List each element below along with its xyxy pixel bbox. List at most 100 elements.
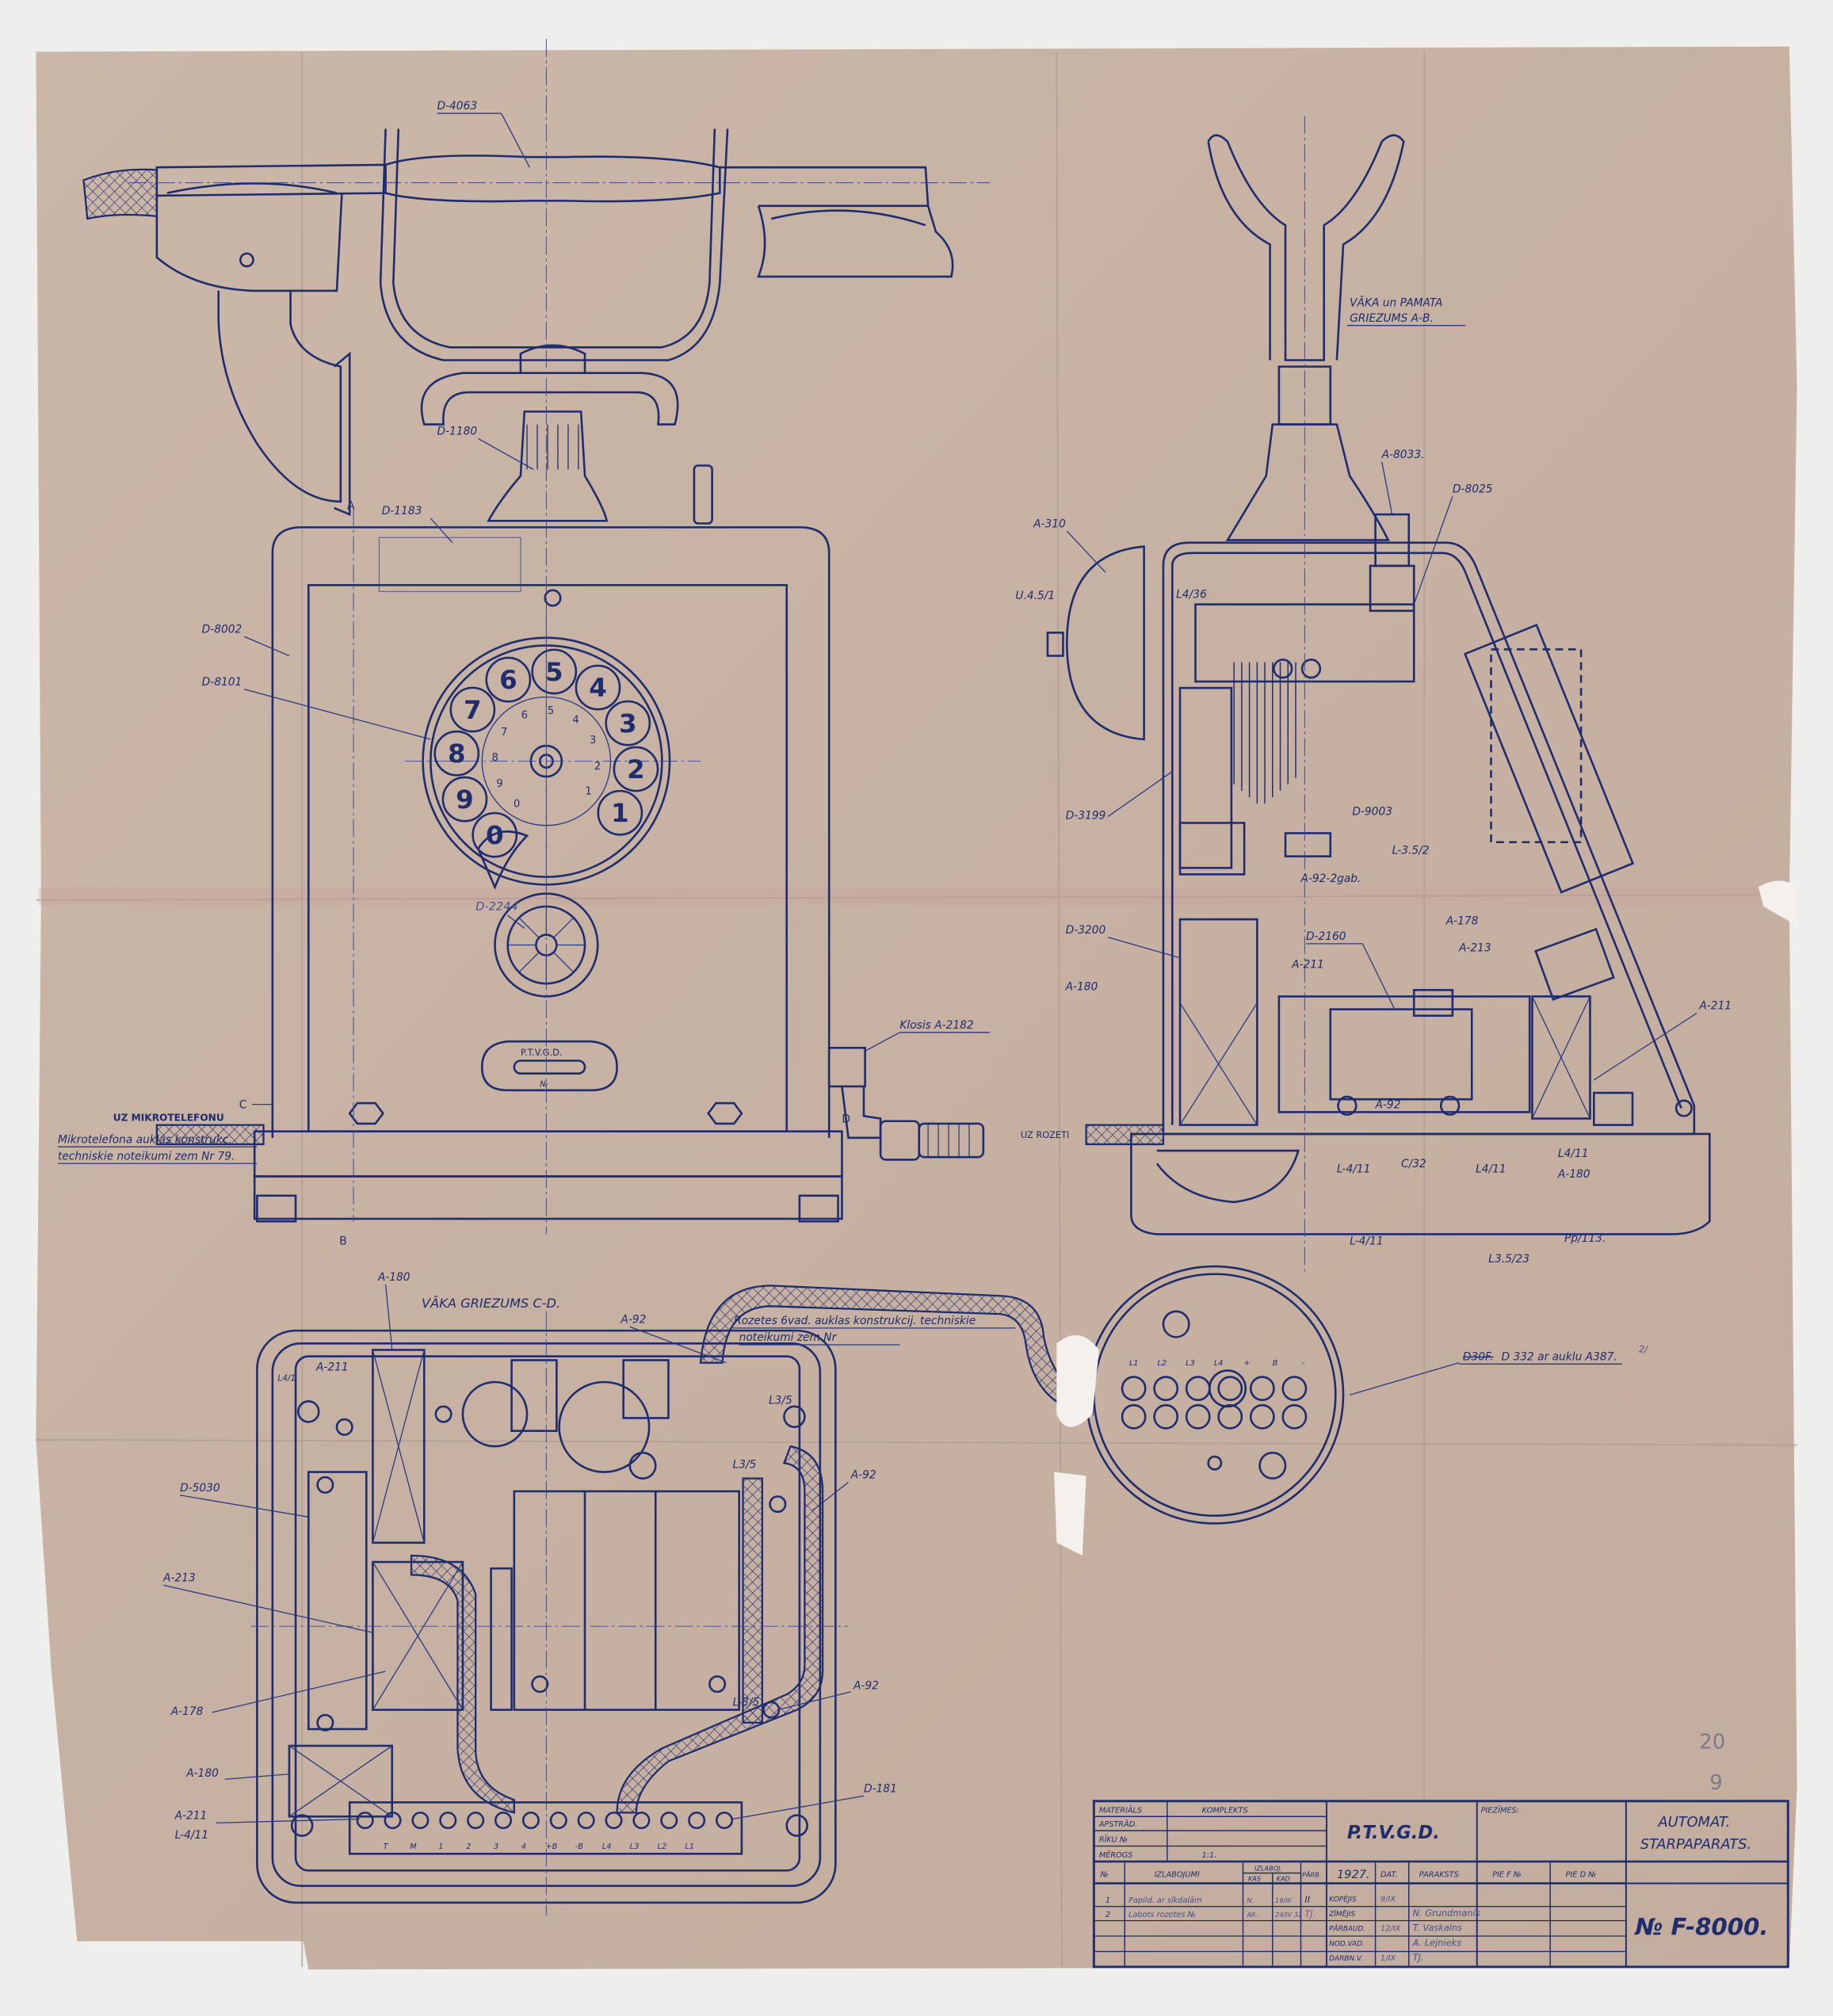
dial-digit: 5 bbox=[545, 657, 563, 687]
section-mark-d: D bbox=[842, 1113, 850, 1125]
terminal-screw bbox=[605, 1812, 623, 1830]
header-when: KAD bbox=[1277, 1874, 1290, 1882]
label-a180-right: A-180 bbox=[1557, 1168, 1591, 1181]
dial-finger-hole[interactable] bbox=[472, 811, 518, 858]
paper-tear bbox=[1056, 1334, 1099, 1427]
terminal-mark: M bbox=[410, 1842, 417, 1851]
dial-digit: 7 bbox=[464, 695, 482, 725]
correction-no: 1 bbox=[1106, 1896, 1110, 1905]
pencil-mark: 20 bbox=[1699, 1730, 1725, 1754]
title-block-headers: № IZLABOJUMI IZLABOJ. KAS KAD PĀRB. 1927… bbox=[1099, 1864, 1596, 1882]
terminal-screw bbox=[715, 1812, 734, 1830]
role-signature: A. Lejnieks bbox=[1412, 1937, 1462, 1948]
socket-terminal bbox=[1153, 1376, 1179, 1402]
nameplate: P.T.V.G.D. № bbox=[480, 1040, 618, 1092]
title-block-field-value: 1:1. bbox=[1202, 1851, 1217, 1860]
dial-finger-hole[interactable] bbox=[531, 648, 578, 695]
dial-inner-digit: 2 bbox=[594, 761, 601, 773]
terminal-screw bbox=[660, 1812, 678, 1830]
dial-inner-digit: 7 bbox=[501, 727, 507, 739]
terminal-screw bbox=[356, 1812, 374, 1830]
correction-text: Labots rozetes № bbox=[1128, 1911, 1196, 1919]
label-l411: L-4/11 bbox=[175, 1829, 208, 1842]
section-mark-b: B bbox=[339, 1235, 346, 1247]
socket-note: 2/ bbox=[1639, 1344, 1648, 1355]
label-crank: Klosis A-2182 bbox=[899, 1019, 973, 1032]
dial-inner-digit: 0 bbox=[514, 799, 520, 811]
handset bbox=[82, 155, 990, 517]
role-label: NOD.VAD. bbox=[1329, 1940, 1365, 1948]
dial-digit: 9 bbox=[456, 785, 474, 815]
socket-terminal-label: + bbox=[1243, 1359, 1250, 1368]
section-mark-c: C bbox=[239, 1099, 247, 1112]
title-block-field-value: KOMPLEKTS bbox=[1202, 1806, 1248, 1815]
label-a310: A-310 bbox=[1033, 517, 1066, 530]
side-title-1: VĀKA un PAMATA bbox=[1350, 296, 1442, 309]
role-label: ZĪMĒJIS bbox=[1328, 1910, 1355, 1919]
correction-text: Papild. ar sīkdaļām bbox=[1128, 1896, 1201, 1905]
header-who: KAS bbox=[1248, 1874, 1261, 1882]
socket-terminal bbox=[1249, 1376, 1275, 1402]
label-a92-2: A-92-2gab. bbox=[1300, 872, 1361, 885]
dial-finger-hole[interactable] bbox=[613, 746, 659, 792]
header-signature: PARAKSTS bbox=[1419, 1870, 1459, 1879]
dial-finger-hole[interactable] bbox=[575, 664, 621, 711]
side-view: VĀKA un PAMATA GRIEZUMS A-B. A-8033. D-8… bbox=[1015, 116, 1732, 1273]
label-a211-low: A-211 bbox=[174, 1809, 208, 1822]
dial-finger-hole[interactable] bbox=[441, 776, 488, 823]
cord-entry bbox=[1209, 1369, 1247, 1408]
label-d8002: D-8002 bbox=[202, 623, 242, 636]
role-signature: TJ. bbox=[1413, 1952, 1424, 1963]
socket-terminal bbox=[1121, 1403, 1147, 1430]
correction-who: N. bbox=[1247, 1896, 1254, 1904]
label-a92-top: A-92 bbox=[620, 1313, 646, 1326]
drawing-title-line1: AUTOMAT. bbox=[1657, 1814, 1730, 1831]
label-l35-b: L3/5 bbox=[733, 1459, 757, 1472]
cord-note-line2: techniskie noteikumi zem Nr 79. bbox=[58, 1150, 235, 1163]
dial-finger-hole[interactable] bbox=[605, 700, 651, 746]
terminal-mark: T bbox=[384, 1842, 389, 1851]
label-d8101: D-8101 bbox=[202, 676, 242, 689]
title-block-field-label: MĒROGS bbox=[1099, 1850, 1133, 1860]
drawing-title-line2: STARPAPARATS. bbox=[1640, 1836, 1751, 1853]
label-a178: A-178 bbox=[170, 1705, 204, 1718]
dial-inner-digit: 4 bbox=[572, 714, 579, 726]
dial-inner-digit: 3 bbox=[590, 735, 596, 746]
label-a92: A-92 bbox=[1375, 1099, 1401, 1112]
label-l411-c: L4/11 bbox=[1558, 1147, 1589, 1160]
header-year: 1927. bbox=[1337, 1868, 1370, 1881]
label-d2160: D-2160 bbox=[1306, 930, 1346, 943]
dial-finger-hole[interactable] bbox=[485, 656, 532, 703]
label-d4063: D-4063 bbox=[437, 100, 477, 113]
header-to-f: PIE F № bbox=[1492, 1870, 1522, 1879]
fold-lines bbox=[36, 52, 1797, 1968]
dial-digit: 3 bbox=[619, 708, 637, 739]
terminal-screw bbox=[577, 1812, 595, 1830]
label-d181: D-181 bbox=[864, 1782, 897, 1795]
socket-terminal bbox=[1281, 1376, 1308, 1402]
dial-finger-hole[interactable] bbox=[449, 686, 496, 733]
socket-terminal-label: - bbox=[1302, 1359, 1305, 1368]
correction-when: 19/III bbox=[1275, 1896, 1292, 1904]
label-d2244: D-2244 bbox=[475, 900, 518, 914]
side-housing bbox=[1162, 541, 1696, 1136]
label-d3200: D-3200 bbox=[1066, 924, 1106, 937]
side-cradle-fork bbox=[1207, 134, 1405, 361]
terminal-mark: L4 bbox=[602, 1842, 612, 1851]
label-d8025: D-8025 bbox=[1453, 483, 1493, 496]
dial-digit: 8 bbox=[448, 739, 466, 769]
dial-finger-hole[interactable] bbox=[597, 789, 643, 836]
correction-checked: TJ. bbox=[1304, 1908, 1316, 1919]
dial-finger-hole[interactable] bbox=[433, 730, 480, 777]
pink-fold-stain bbox=[38, 887, 1793, 906]
label-l352: L-3.5/2 bbox=[1392, 844, 1430, 857]
role-label: KOPĒJIS bbox=[1329, 1895, 1357, 1903]
label-l3523: L3.5/23 bbox=[1488, 1253, 1529, 1266]
label-a178: A-178 bbox=[1445, 915, 1479, 928]
terminal-mark: L3 bbox=[630, 1842, 640, 1851]
header-date: DAT. bbox=[1380, 1870, 1397, 1879]
bell bbox=[1065, 545, 1145, 741]
